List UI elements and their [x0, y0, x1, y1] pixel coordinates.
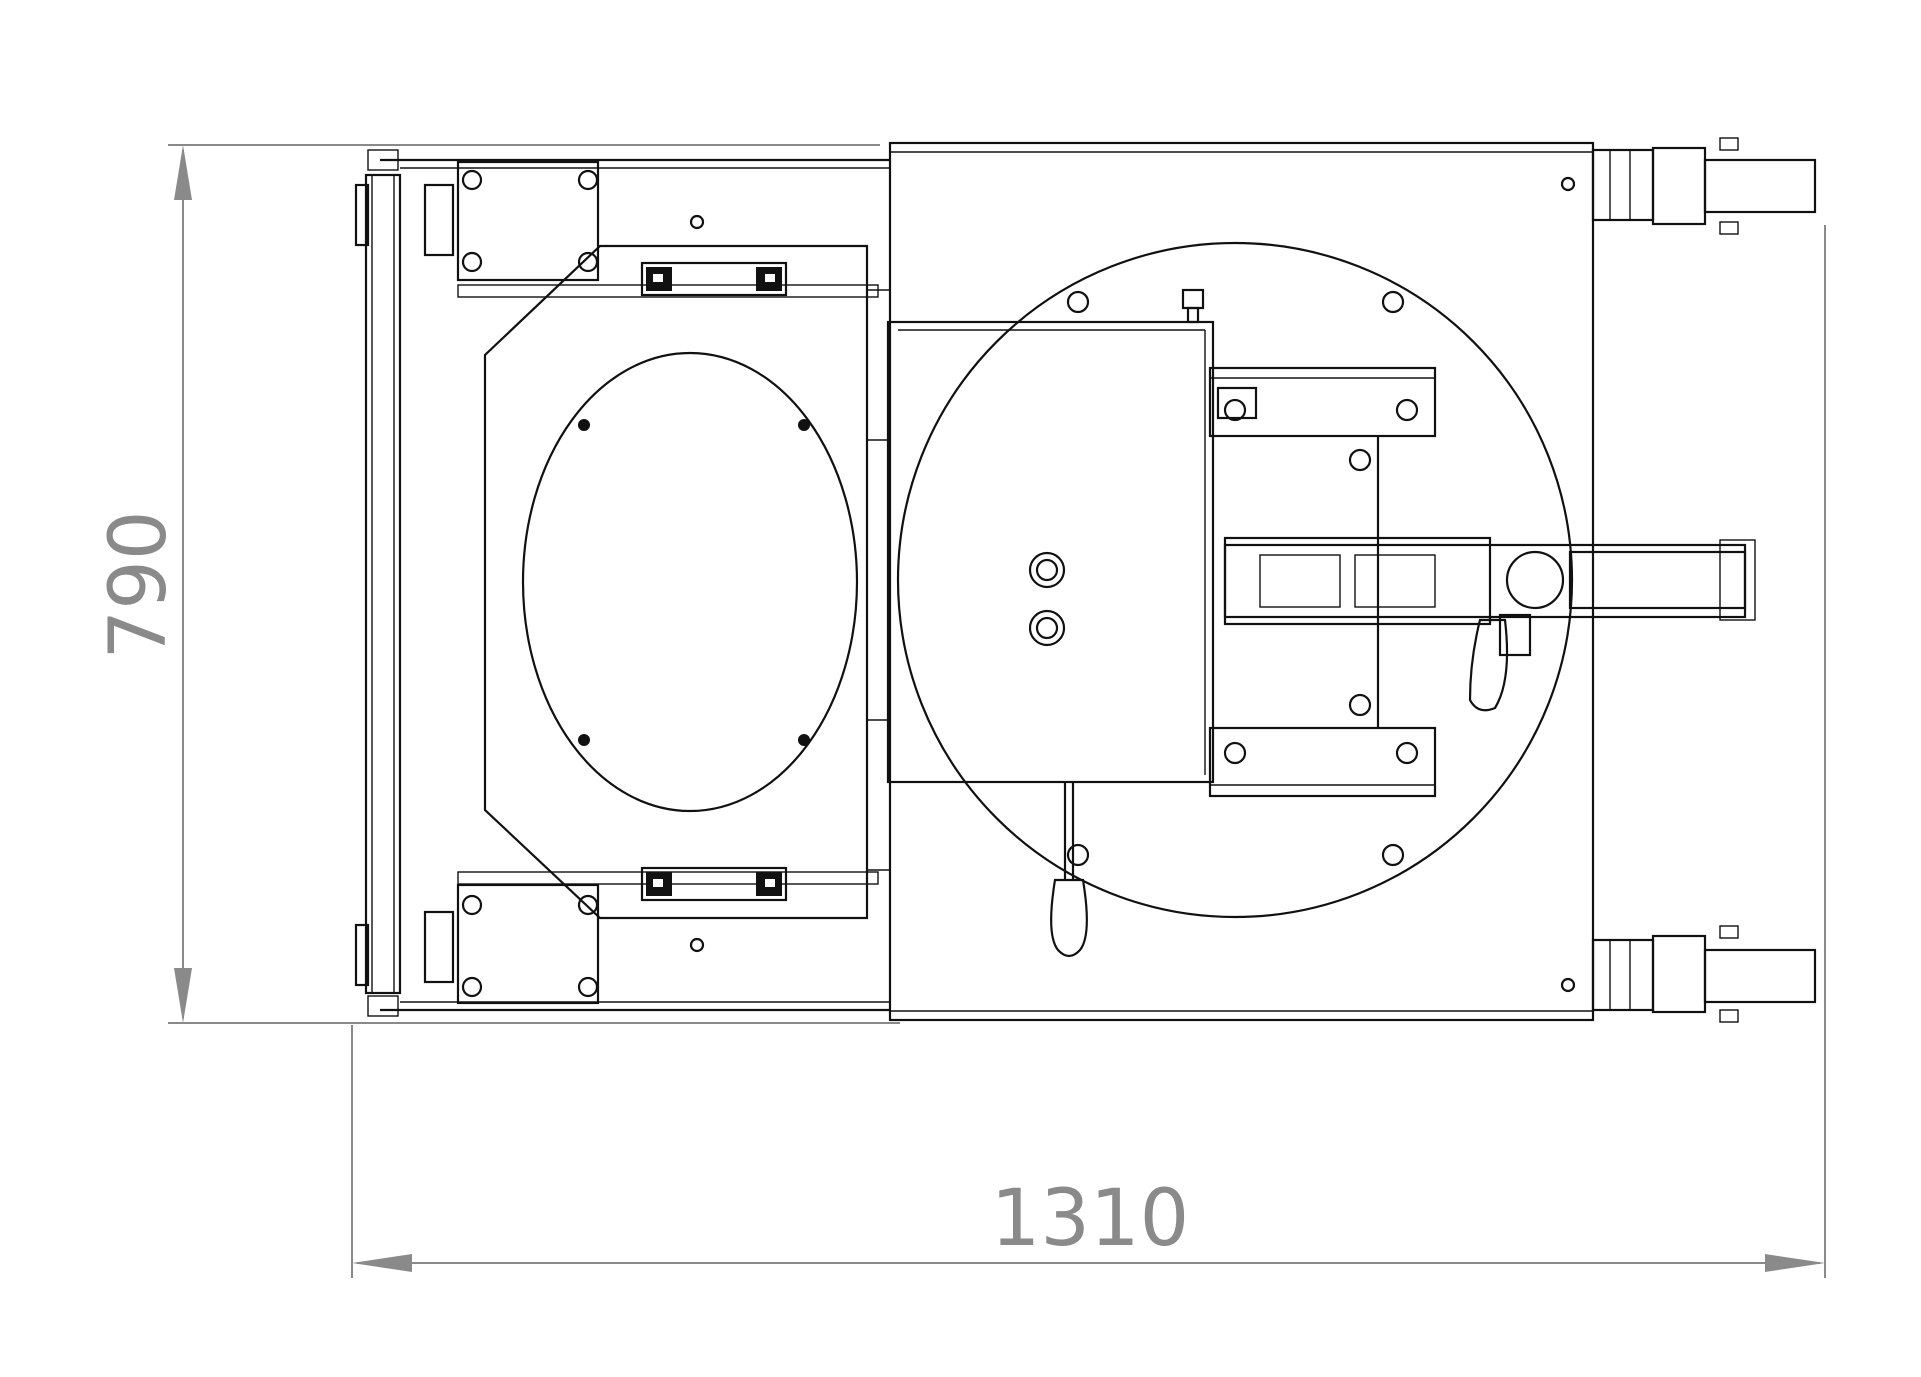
dimension-width: 1310	[351, 225, 1826, 1278]
height-dimension-label: 790	[94, 511, 184, 660]
button-icon	[1028, 609, 1066, 647]
base-plate	[888, 141, 1595, 1022]
left-frame	[354, 149, 890, 1017]
guide-rails	[1208, 366, 1437, 798]
dimension-height: 790	[94, 144, 900, 1024]
control-box	[886, 288, 1258, 784]
arrow-down-icon	[174, 968, 192, 1023]
width-dimension-label: 1310	[991, 1174, 1190, 1264]
lever-handle	[1050, 782, 1088, 958]
button-icon	[1028, 551, 1066, 589]
chain-assembly	[1223, 536, 1756, 712]
arrow-left-icon	[352, 1254, 412, 1272]
arrow-right-icon	[1765, 1254, 1825, 1272]
arrow-up-icon	[174, 145, 192, 200]
platform-plate	[483, 244, 890, 920]
right-wheels	[1591, 137, 1817, 1023]
